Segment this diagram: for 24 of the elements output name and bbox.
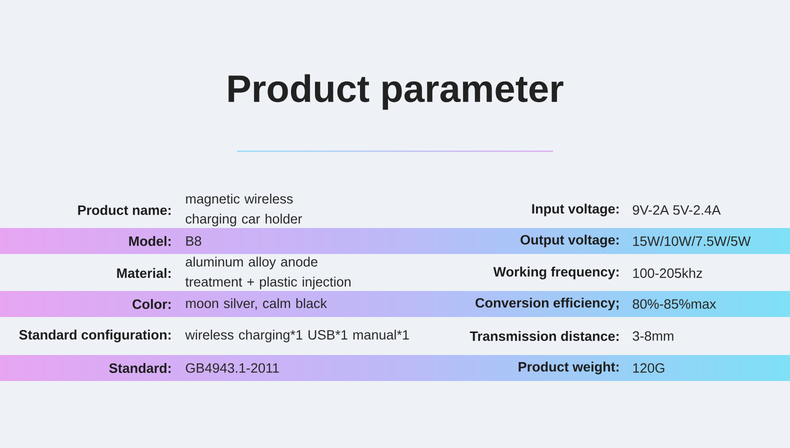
spec-name: Model: xyxy=(129,236,170,246)
spec-name: Working frequency: xyxy=(493,266,618,280)
spec-name: Product weight: xyxy=(518,362,618,374)
spec-value: 100-205khz xyxy=(633,268,702,278)
spec-name: Output voltage: xyxy=(520,234,618,248)
spec-value: 9V-2A 5V-2.4A xyxy=(632,205,721,215)
spec-value: 80%-85%max xyxy=(632,299,716,309)
spec-name: Material: xyxy=(117,268,170,278)
spec-value: B8 xyxy=(186,236,202,246)
spec-value: 15W/10W/7.5W/5W xyxy=(633,236,751,246)
spec-value: 3-8mm xyxy=(632,331,674,341)
spec-name: Color: xyxy=(132,299,170,309)
spec-name: Input voltage: xyxy=(532,204,618,216)
spec-name: Product name: xyxy=(78,205,170,215)
spec-name: Standard: xyxy=(109,363,170,373)
spec-value: GB4943.1-2011 xyxy=(186,363,279,373)
spec-name: Transmission distance: xyxy=(470,331,618,341)
spec-value: magnetic wireless charging car holder xyxy=(186,194,302,226)
spec-value: moon silver, calm black xyxy=(186,298,327,310)
spec-value: wireless charging*1 USB*1 manual*1 xyxy=(185,330,409,342)
spec-value: 120G xyxy=(633,363,664,373)
title: Product parameter xyxy=(228,74,564,110)
spec-name: Standard configuration: xyxy=(19,330,170,342)
spec-name: Conversion efficiency; xyxy=(476,298,618,310)
